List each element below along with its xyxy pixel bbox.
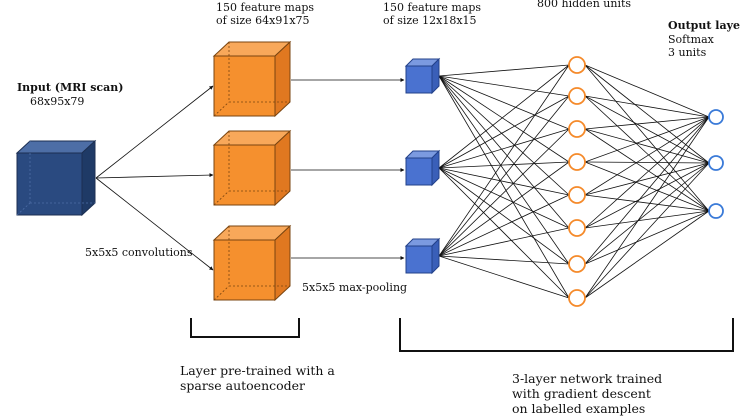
input-title: Input (MRI scan): [17, 81, 124, 94]
output-unit-node: [708, 203, 724, 219]
hidden-unit-node: [568, 153, 586, 171]
edge-hidden-output: [584, 95, 710, 212]
pool-label: 5x5x5 max-pooling: [302, 281, 408, 294]
output-unit-node: [708, 155, 724, 171]
edge-hidden-output: [584, 210, 710, 299]
edge-pool-hidden: [438, 75, 570, 299]
conv-label: 5x5x5 convolutions: [85, 246, 193, 259]
bracket-left-caption-line1: Layer pre-trained with a: [180, 363, 335, 378]
edge-hidden-output: [584, 116, 710, 229]
edge-hidden-output: [584, 194, 710, 212]
edge-hidden-output: [584, 162, 710, 265]
pool-maps-line2: of size 12x18x15: [383, 14, 477, 27]
bracket-right-caption-line1: 3-layer network trained: [512, 371, 663, 386]
edge-pool-hidden: [438, 75, 570, 163]
conv-maps-line2: of size 64x91x75: [216, 14, 310, 27]
edge-hidden-output: [584, 116, 710, 265]
hidden-label: 800 hidden units: [537, 0, 632, 10]
edge-hidden-output: [584, 162, 710, 229]
edge-hidden-output: [584, 161, 710, 164]
edge-pool-hidden: [438, 128, 570, 257]
edge-pool-hidden: [438, 75, 570, 130]
edge-pool-hidden: [438, 75, 570, 196]
output-line1: Softmax: [668, 33, 714, 46]
output-unit-node: [708, 109, 724, 125]
bracket-right: [399, 318, 734, 352]
pool-cube-2: [404, 149, 441, 187]
hidden-units: [568, 56, 586, 307]
input-cube: [15, 139, 97, 217]
edge-pool-hidden: [438, 167, 570, 299]
pool-maps-line1: 150 feature maps: [383, 1, 482, 14]
bracket-right-caption-line2: with gradient descent: [512, 386, 651, 401]
edge-hidden-output: [584, 116, 710, 299]
hidden-unit-node: [568, 186, 586, 204]
edge-hidden-output: [584, 64, 710, 118]
arrow-input-conv1: [95, 85, 214, 179]
edge-hidden-output: [584, 128, 710, 164]
edge-pool-hidden: [438, 95, 570, 169]
edge-hidden-output: [584, 161, 710, 212]
edge-hidden-output: [584, 162, 710, 299]
edge-pool-hidden: [438, 128, 570, 169]
edge-hidden-output: [584, 210, 710, 229]
edge-pool-hidden: [438, 255, 570, 265]
hidden-unit-node: [568, 56, 586, 74]
edge-pool-hidden: [438, 75, 570, 265]
pool-cube-3: [404, 237, 441, 275]
edge-hidden-output: [584, 64, 710, 212]
hidden-unit-node: [568, 219, 586, 237]
edge-pool-hidden: [438, 255, 570, 299]
edge-pool-hidden: [438, 227, 570, 257]
edge-pool-hidden: [438, 75, 570, 229]
conv-cube-3: [212, 224, 292, 302]
edge-hidden-output: [584, 128, 710, 212]
edge-hidden-output: [584, 162, 710, 196]
edge-pool-hidden: [438, 167, 570, 229]
conv-cube-1: [212, 40, 292, 118]
edge-pool-hidden: [438, 64, 570, 257]
edge-pool-hidden: [438, 95, 570, 257]
edge-pool-hidden: [438, 167, 570, 265]
edge-pool-hidden: [438, 64, 570, 169]
arrow-input-conv2: [95, 173, 214, 179]
bracket-left: [190, 318, 300, 338]
edge-pool-hidden: [438, 167, 570, 196]
edge-hidden-output: [584, 95, 710, 164]
edge-pool-hidden: [438, 161, 570, 257]
conv-cube-2: [212, 129, 292, 207]
edge-pool-hidden: [438, 75, 570, 97]
edge-hidden-output: [584, 116, 710, 163]
hidden-unit-node: [568, 289, 586, 307]
conv-maps-line1: 150 feature maps: [216, 1, 315, 14]
hidden-unit-node: [568, 120, 586, 138]
edge-hidden-output: [584, 95, 710, 118]
hidden-unit-node: [568, 87, 586, 105]
edge-pool-hidden: [438, 194, 570, 257]
edge-pool-hidden: [438, 64, 570, 77]
edge-hidden-output: [584, 210, 710, 265]
edge-hidden-output: [584, 116, 710, 130]
pool-cube-1: [404, 57, 441, 95]
output-units: [708, 109, 724, 219]
edge-pool-hidden: [438, 161, 570, 169]
edge-hidden-output: [584, 116, 710, 196]
bracket-left-caption-line2: sparse autoencoder: [180, 378, 306, 393]
bracket-right-caption-line3: on labelled examples: [512, 401, 646, 416]
arrow-input-conv3: [95, 177, 214, 271]
hidden-unit-node: [568, 255, 586, 273]
output-line2: 3 units: [668, 46, 707, 59]
input-size: 68x95x79: [30, 95, 85, 108]
connection-lines: [95, 64, 710, 299]
output-title: Output layer: [668, 19, 740, 32]
